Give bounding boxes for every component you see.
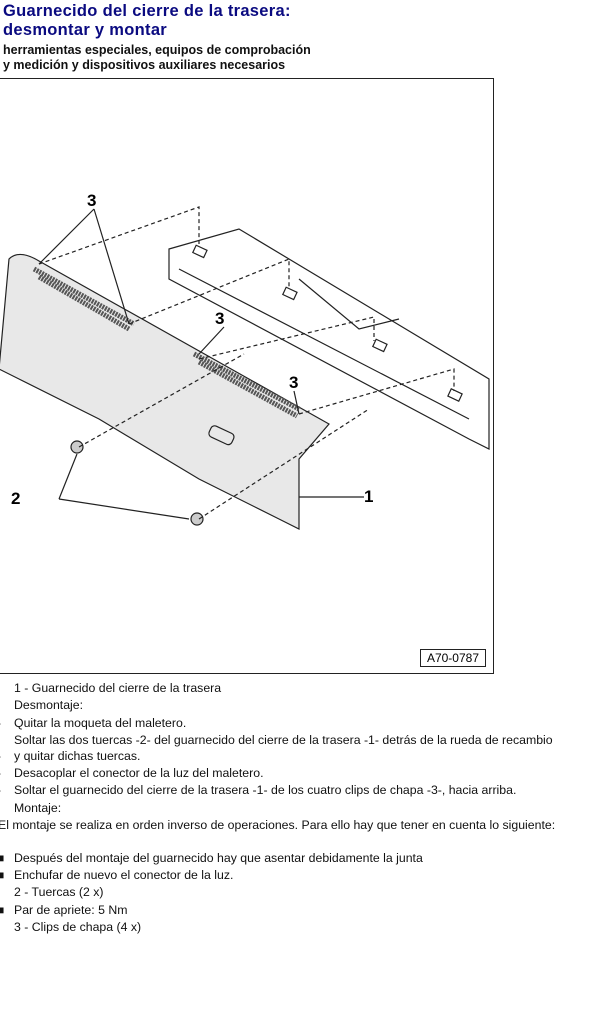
- item-text: Después del montaje del guarnecido hay q…: [14, 850, 423, 865]
- list-item: 3 - Clips de chapa (4 x): [14, 919, 562, 935]
- list-item: Montaje:: [14, 800, 562, 816]
- title-line: desmontar y montar: [3, 21, 168, 39]
- item-text: 1 - Guarnecido del cierre de la trasera: [14, 681, 222, 695]
- item-text: Montaje:: [14, 800, 62, 815]
- figure-code: A70-0787: [419, 649, 486, 667]
- list-item: Enchufar de nuevo el conector de la luz.…: [0, 867, 562, 883]
- item-text: Soltar el guarnecido del cierre de la tr…: [14, 783, 517, 798]
- subtitle: herramientas especiales, equipos de comp…: [3, 43, 311, 73]
- list-item: El montaje se realiza en orden inverso d…: [0, 817, 558, 833]
- callout-3: 3: [87, 191, 97, 210]
- list-item: Quitar la moqueta del maletero.-: [0, 715, 562, 731]
- subtitle-line: y medición y dispositivos auxiliares nec…: [3, 58, 286, 72]
- item-text: Desmontaje:: [14, 698, 84, 713]
- bullet-icon: ■: [0, 868, 5, 883]
- callout-3: 3: [289, 373, 299, 392]
- subtitle-line: herramientas especiales, equipos de comp…: [3, 43, 311, 57]
- title-line: Guarnecido del cierre de la trasera:: [3, 2, 291, 20]
- list-item: Par de apriete: 5 Nm ■: [0, 902, 562, 918]
- bullet-icon: -: [0, 782, 1, 798]
- exploded-diagram: 3 3 3 2 1 A70-0787: [0, 78, 494, 674]
- list-item: Desmontaje:: [14, 697, 562, 713]
- bullet-icon: ■: [0, 850, 5, 865]
- list-item: Después del montaje del guarnecido hay q…: [0, 850, 562, 866]
- page-title: Guarnecido del cierre de la trasera:desm…: [3, 2, 291, 40]
- bullet-icon: -: [0, 715, 1, 731]
- item-text: Desacoplar el conector de la luz del mal…: [14, 765, 264, 780]
- bullet-icon: -: [0, 748, 1, 764]
- item-text: 2 - Tuercas (2 x): [14, 885, 104, 900]
- list-item: 1 - Guarnecido del cierre de la trasera: [14, 680, 562, 696]
- list-item: 2 - Tuercas (2 x): [14, 884, 562, 900]
- callout-3: 3: [215, 309, 225, 328]
- list-item: Soltar el guarnecido del cierre de la tr…: [0, 782, 562, 798]
- item-text: El montaje se realiza en orden inverso d…: [0, 817, 556, 832]
- list-item: Desacoplar el conector de la luz del mal…: [0, 765, 562, 781]
- item-text: Soltar las dos tuercas -2- del guarnecid…: [14, 732, 553, 763]
- callout-1: 1: [364, 487, 374, 506]
- callout-2: 2: [11, 489, 21, 508]
- list-item: Soltar las dos tuercas -2- del guarnecid…: [0, 732, 562, 764]
- item-text: Enchufar de nuevo el conector de la luz.: [14, 868, 234, 883]
- bullet-icon: -: [0, 765, 1, 781]
- item-text: Quitar la moqueta del maletero.: [14, 715, 187, 730]
- diagram-drawing: [0, 206, 490, 530]
- item-text: 3 - Clips de chapa (4 x): [14, 920, 142, 934]
- bullet-icon: ■: [0, 902, 5, 917]
- item-text: Par de apriete: 5 Nm: [14, 902, 128, 917]
